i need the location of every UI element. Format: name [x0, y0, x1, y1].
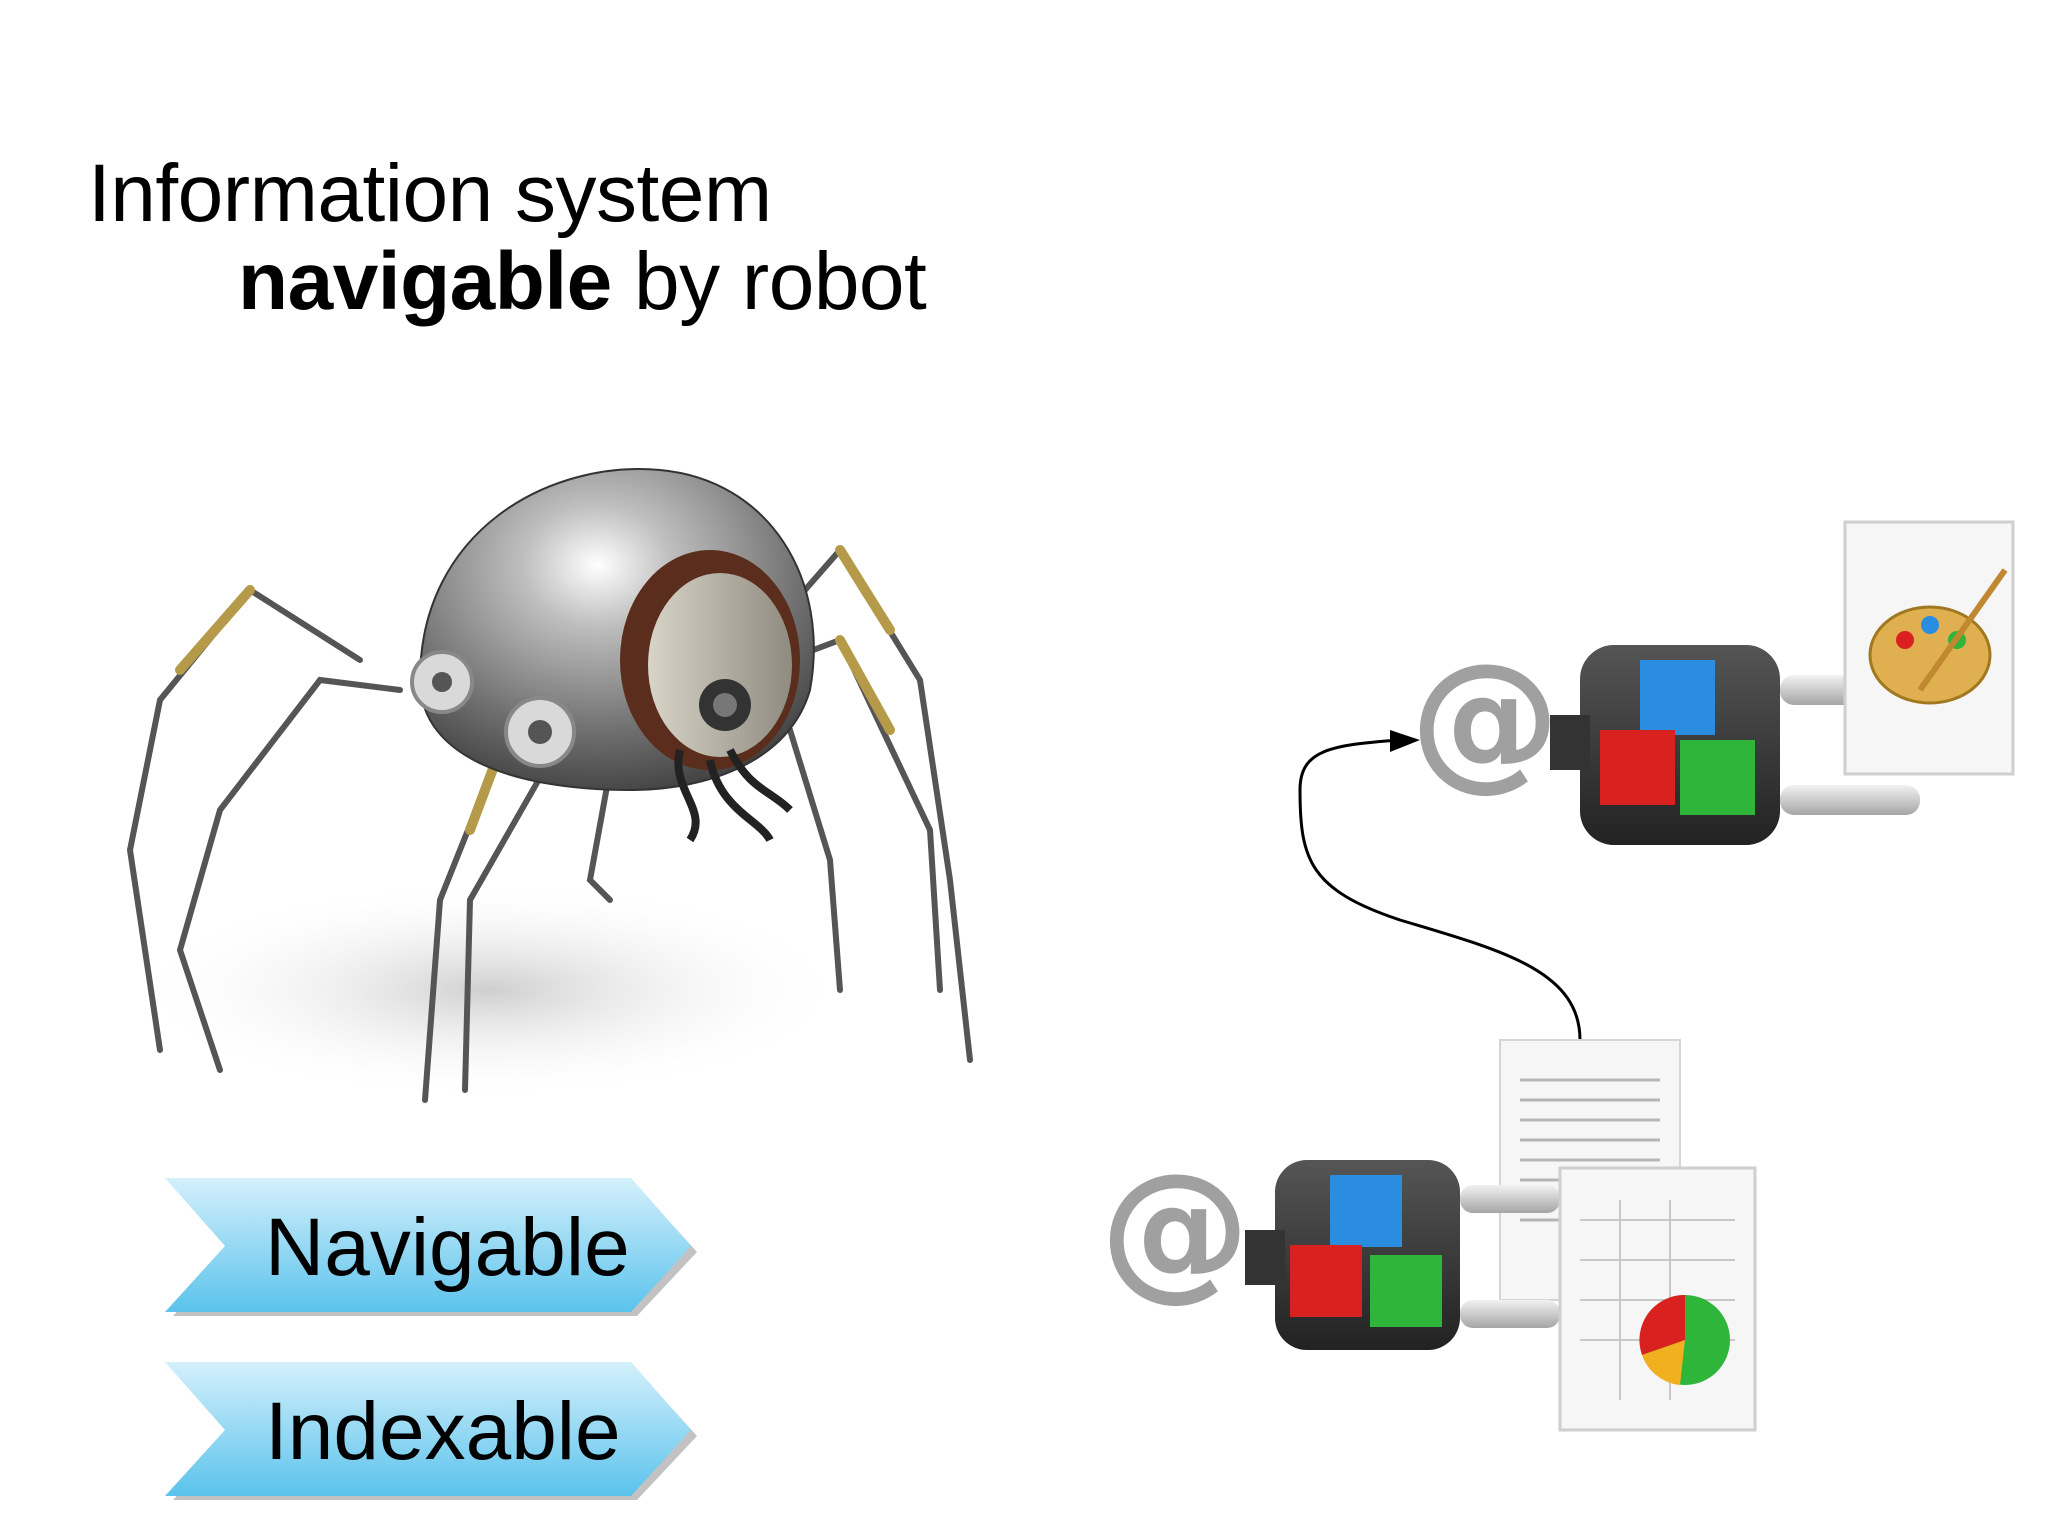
title-bold-word: navigable	[238, 236, 612, 327]
title-line-1: Information system	[88, 148, 772, 239]
indexable-label: Indexable	[265, 1386, 621, 1477]
navigable-label: Navigable	[265, 1202, 630, 1293]
at-sign-icon-2: @	[1100, 1142, 1250, 1316]
bottom-plug-group: @	[1100, 1039, 1757, 1432]
arrow-icon	[1298, 738, 1582, 1041]
title-line-2-rest: by robot	[611, 236, 927, 327]
network-diagram: @ @	[1100, 520, 2015, 1432]
chevron-shape	[165, 1362, 697, 1500]
slide-title: Information system navigable by robot	[88, 148, 927, 327]
spider-robot-image	[126, 468, 973, 1103]
at-sign-icon: @	[1410, 632, 1560, 806]
top-plug-group: @	[1410, 520, 2015, 845]
navigable-chevron: Navigable	[165, 1178, 705, 1318]
title-line-2: navigable by robot	[88, 236, 927, 327]
chevron-shape	[165, 1178, 697, 1316]
indexable-chevron: Indexable	[165, 1362, 705, 1502]
